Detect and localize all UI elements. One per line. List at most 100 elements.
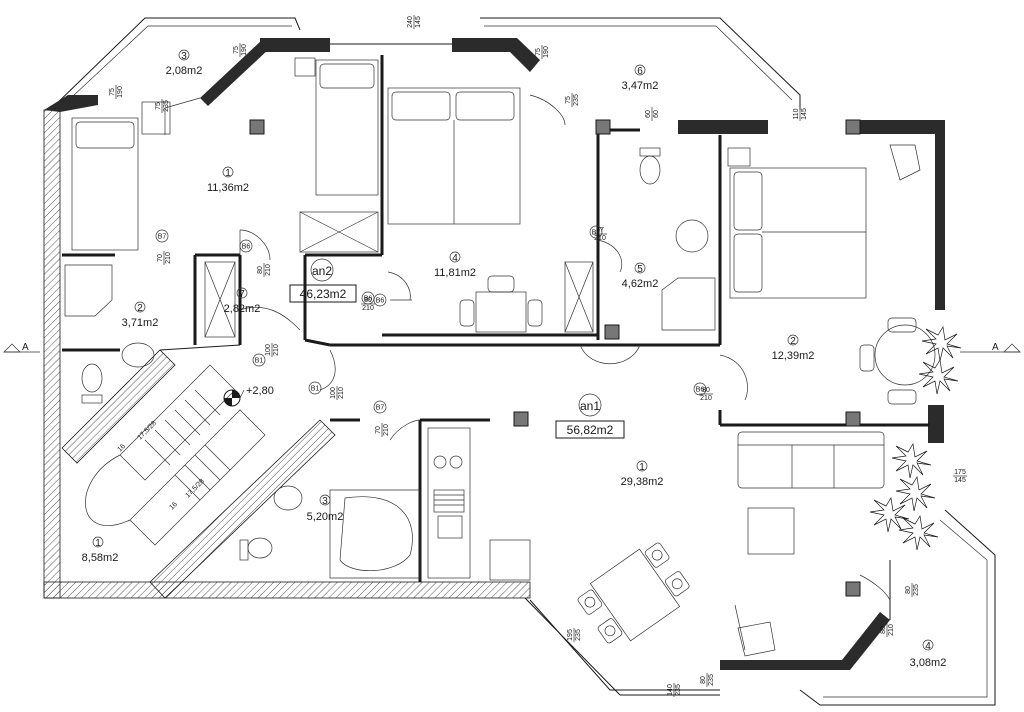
- door-tag-circle: [239, 239, 253, 253]
- dimension-bottom: 210: [362, 305, 374, 312]
- dimension-bottom: 145: [801, 108, 808, 120]
- dimension-bottom: 190: [117, 86, 124, 98]
- door-tag-circle: [252, 353, 266, 367]
- dimension-bottom: 210: [338, 387, 345, 399]
- room-number: 4: [452, 253, 458, 264]
- dimension-bottom: 235: [575, 629, 582, 641]
- room-stair: 1 8,58m2: [82, 536, 118, 564]
- door-tag-circle: [589, 225, 603, 239]
- dimension-bottom: 145: [415, 16, 422, 28]
- room-area: 11,36m2: [207, 182, 249, 194]
- room-number: 2: [790, 336, 796, 347]
- room-area: 5,20m2: [307, 511, 344, 523]
- room-area: 2,08m2: [166, 65, 203, 77]
- room-an1-2: 2 12,39m2: [772, 334, 814, 362]
- room-an1-1: 1 29,38m2: [621, 460, 663, 488]
- room-number: 7: [239, 289, 245, 300]
- room-number: 2: [137, 303, 143, 314]
- dimension-top: 140: [667, 684, 674, 696]
- dimension-bottom: 60: [653, 110, 660, 118]
- stair-rise: 17,5/28: [184, 478, 206, 500]
- room-number: 5: [637, 264, 643, 275]
- room-area: 3,47m2: [622, 80, 659, 92]
- dimension-top: 80: [905, 586, 912, 594]
- room-area: 2,82m2: [224, 303, 261, 315]
- dimension-top: 70: [157, 254, 164, 262]
- dimension-top: 75: [109, 88, 116, 96]
- dimension-top: 80: [700, 676, 707, 684]
- dimension-bottom: 235: [163, 100, 170, 112]
- doors: [164, 94, 891, 601]
- door-tag: B1: [255, 358, 264, 365]
- room-number: 1: [639, 462, 645, 473]
- door-tag: B7: [376, 405, 385, 412]
- dimension-bottom: 190: [241, 44, 248, 56]
- furniture: [64, 57, 962, 657]
- door-tag-circle: [373, 400, 387, 414]
- unit-tag-an2: an2 46,23m2: [289, 258, 357, 303]
- bed-room-2: [71, 117, 139, 251]
- door-tag: B7: [592, 230, 601, 237]
- dimension-bottom: 235: [675, 684, 682, 696]
- dimension-top: 80: [364, 297, 372, 304]
- stair-labels: 16 17,5/28 16 17,5/28: [116, 420, 206, 512]
- dimension-top: 87: [596, 227, 604, 234]
- dimension-top: 100: [330, 387, 337, 399]
- dimension-bottom: 210: [265, 264, 272, 276]
- dimension-bottom: 235: [573, 94, 580, 106]
- room-an2-1: 1 11,36m2: [207, 166, 249, 194]
- dimension-bottom: 235: [708, 674, 715, 686]
- dimension-top: 100: [265, 344, 272, 356]
- exterior-walls: [43, 38, 945, 696]
- door-tag: B7: [158, 234, 167, 241]
- columns: [249, 119, 861, 597]
- door-tag: B1: [311, 386, 320, 393]
- dimension-top: 75: [565, 96, 572, 104]
- dimension-top: 70: [375, 426, 382, 434]
- dimension-bottom: 210: [594, 235, 606, 242]
- interior-walls: [62, 55, 930, 582]
- dimension-top: 175: [954, 469, 966, 476]
- door-tag-circle: [155, 229, 169, 243]
- door-tag: B6: [364, 296, 373, 303]
- room-number: 3: [322, 496, 328, 507]
- dimension-top: 60: [645, 110, 652, 118]
- room-area: 3,08m2: [910, 657, 947, 669]
- kitchen-counter: [427, 427, 471, 579]
- dimension-bottom: 210: [700, 395, 712, 402]
- left-wall: [43, 109, 61, 599]
- room-number: 3: [181, 51, 187, 62]
- door-tag: B6: [376, 298, 385, 305]
- dimension-bottom: 210: [888, 624, 895, 636]
- room-labels: 1 11,36m2 2 3,71m2 3 2,08m2 4 11,81m2 5 …: [82, 49, 947, 669]
- room-number: 1: [95, 538, 101, 549]
- sofa: [737, 431, 885, 489]
- room-area: 3,71m2: [122, 317, 159, 329]
- bed-room-1: [315, 59, 379, 196]
- unit-tag-an1: an1 56,82m2: [555, 393, 625, 439]
- stair-steps: 16: [168, 501, 179, 512]
- dimension-top: 75: [155, 102, 162, 110]
- elevation-marker: +2,80: [223, 385, 274, 407]
- room-an1-4: 4 3,08m2: [910, 639, 947, 669]
- door-tag: B6: [696, 387, 705, 394]
- unit-code: an2: [312, 264, 332, 278]
- section-mark-right: A: [960, 342, 1021, 353]
- room-area: 11,81m2: [434, 267, 476, 279]
- stair-steps: 16: [116, 443, 127, 454]
- room-an2-4: 4 11,81m2: [434, 251, 476, 279]
